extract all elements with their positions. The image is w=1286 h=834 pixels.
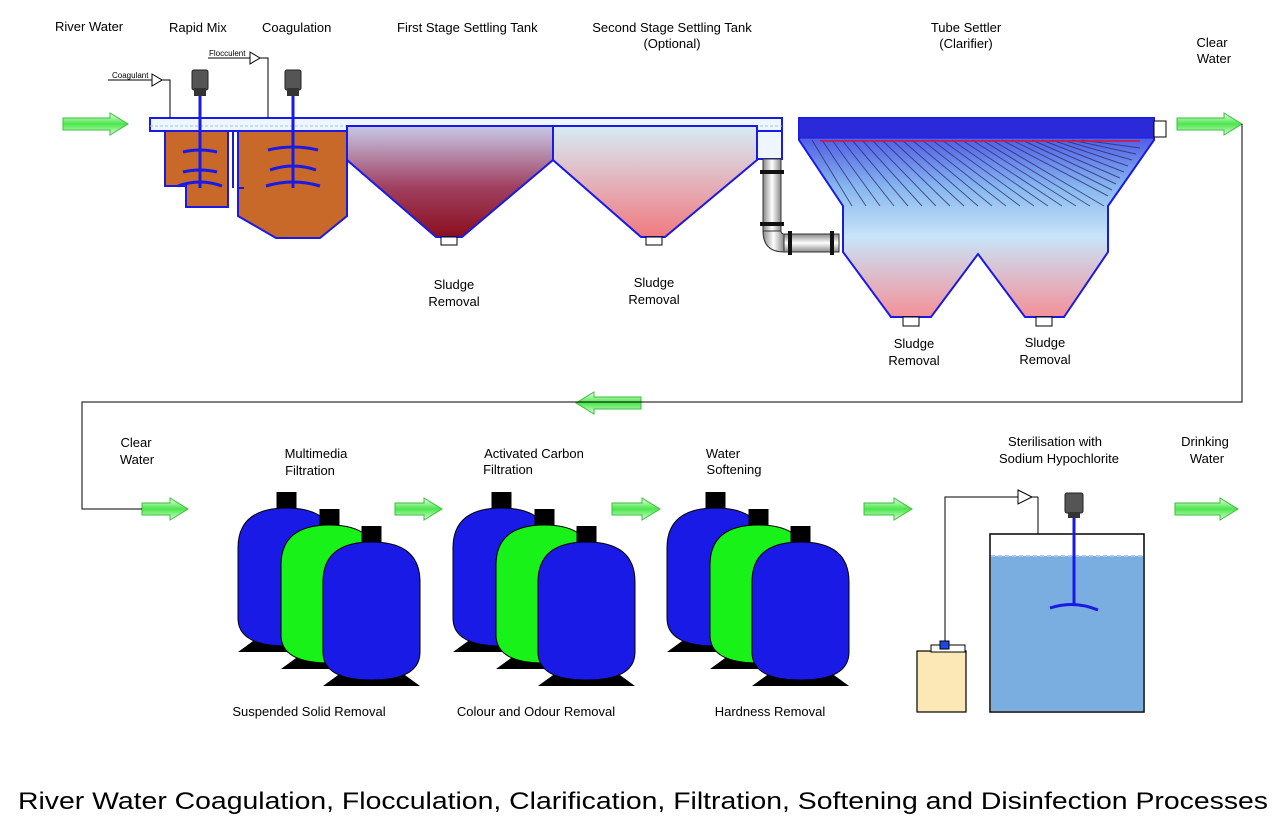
first-stage-label: First Stage Settling Tank — [397, 20, 538, 35]
sludge-label-2b: Removal — [628, 292, 679, 307]
drinking-water-label-2: Water — [1190, 451, 1225, 466]
second-stage-settling-tank — [552, 125, 758, 238]
carbon-filter-vessel-3 — [537, 526, 636, 686]
sludge-label-3a: Sludge — [894, 336, 934, 351]
sterilisation-water — [991, 556, 1143, 711]
sludge-label-1b: Removal — [428, 294, 479, 309]
rapid-mix-label: Rapid Mix — [169, 20, 227, 35]
clear-water-bottom-label: Clear — [120, 435, 152, 450]
coagulant-label: Coagulant — [112, 71, 149, 80]
coagulation-mixer — [265, 69, 321, 188]
river-water-label: River Water — [55, 19, 124, 34]
arrow-return — [575, 391, 642, 415]
return-line — [81, 124, 1243, 510]
sludge-label-4b: Removal — [1019, 352, 1070, 367]
arrow-to-multimedia — [141, 497, 189, 521]
clear-water-top-label-2: Water — [1197, 51, 1232, 66]
arrow-river-in — [62, 112, 129, 136]
clear-water-bottom-label-2: Water — [120, 452, 155, 467]
softening-label-2: Softening — [707, 462, 762, 477]
drinking-water-label: Drinking — [1181, 434, 1229, 449]
coagulation-label: Coagulation — [262, 20, 331, 35]
colour-odour-label: Colour and Odour Removal — [457, 704, 615, 719]
arrow-to-sterilisation — [863, 497, 913, 521]
diagram-caption: River Water Coagulation, Flocculation, C… — [18, 788, 1268, 815]
sludge-label-4a: Sludge — [1025, 335, 1065, 350]
arrow-to-carbon — [394, 497, 443, 521]
flocculent-label: Flocculent — [209, 49, 246, 58]
hypochlorite-dosing-tank — [916, 650, 967, 713]
settler-tubes — [811, 139, 1141, 207]
second-stage-label: Second Stage Settling Tank — [592, 20, 752, 35]
clarifier-label: (Clarifier) — [939, 36, 992, 51]
filter-units — [237, 492, 850, 686]
tube-settler-label: Tube Settler — [931, 20, 1002, 35]
sterilisation-label: Sterilisation with — [1008, 434, 1102, 449]
sludge-label-1a: Sludge — [434, 277, 474, 292]
softening-filter-vessel-3 — [751, 526, 850, 686]
softening-label: Water — [706, 446, 741, 461]
second-stage-optional: (Optional) — [643, 36, 700, 51]
hardness-label: Hardness Removal — [715, 704, 826, 719]
arrow-drinking-out — [1174, 497, 1239, 521]
sludge-label-2a: Sludge — [634, 275, 674, 290]
carbon-label: Activated Carbon — [484, 446, 584, 461]
carbon-filtration-label: Filtration — [483, 462, 533, 477]
tube-settler — [798, 117, 1155, 318]
multimedia-filtration-label: Filtration — [285, 463, 335, 478]
clear-water-top-label: Clear — [1196, 35, 1228, 50]
hypochlorite-label: Sodium Hypochlorite — [999, 451, 1119, 466]
arrow-to-softening — [611, 497, 661, 521]
transfer-pipe — [762, 158, 782, 232]
sterilisation-mixer — [1049, 492, 1099, 612]
suspended-solid-label: Suspended Solid Removal — [232, 704, 385, 719]
flow-arrows — [62, 112, 1243, 521]
sludge-label-3b: Removal — [888, 353, 939, 368]
arrow-clear-out — [1176, 112, 1243, 136]
multimedia-label: Multimedia — [285, 446, 349, 461]
rapid-mix-mixer — [177, 69, 223, 188]
multimedia-filter-vessel-3 — [322, 526, 421, 686]
first-stage-settling-tank — [346, 125, 554, 238]
